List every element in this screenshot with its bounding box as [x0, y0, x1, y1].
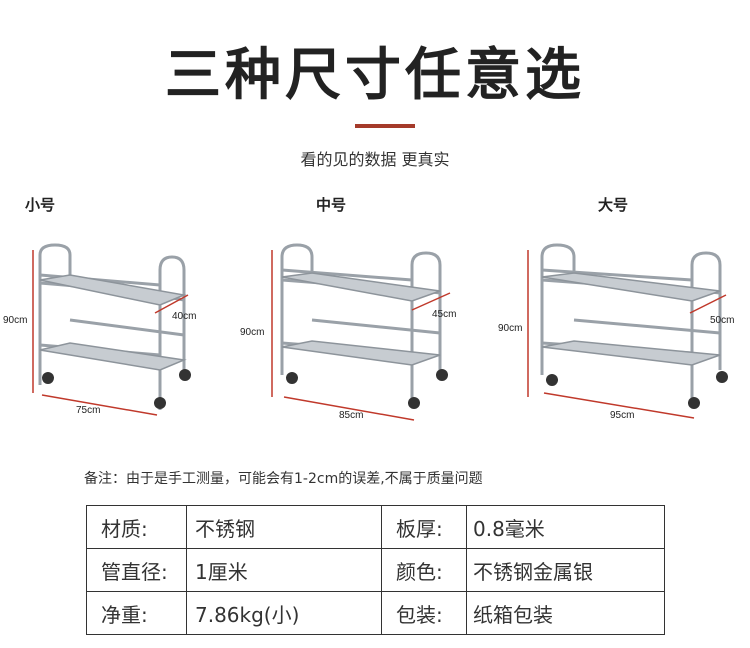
cart-wheel [436, 369, 448, 381]
dimension-height-medium: 90cm [240, 327, 264, 338]
spec-key: 净重: [86, 591, 187, 635]
cart-shelf-top [541, 272, 721, 302]
spec-value: 纸箱包装 [466, 591, 665, 635]
dimension-height-small: 90cm [3, 315, 27, 326]
cart-shelf-bottom [541, 340, 721, 366]
size-label-medium: 中号 [316, 196, 347, 214]
cart-shelf-bottom [281, 340, 441, 366]
dimension-line-width [41, 394, 158, 416]
cart-wheel [408, 397, 420, 409]
spec-key: 颜色: [381, 548, 467, 592]
cart-wheel [688, 397, 700, 409]
dimension-width-medium: 85cm [339, 410, 363, 421]
dimension-depth-small: 40cm [172, 311, 196, 322]
spec-key: 板厚: [381, 505, 467, 549]
spec-key: 材质: [86, 505, 187, 549]
dimension-height-large: 90cm [498, 323, 522, 334]
cart-shelf-top [281, 272, 441, 302]
cart-shelf-bottom [39, 342, 187, 371]
spec-value: 7.86kg(小) [186, 591, 382, 635]
dimension-width-large: 95cm [610, 410, 634, 421]
cart-shelf-top [39, 274, 187, 306]
size-label-large: 大号 [598, 196, 629, 214]
cart-drawing [38, 243, 186, 410]
size-label-small: 小号 [25, 196, 56, 214]
cart-wheel [42, 372, 54, 384]
dimension-depth-large: 50cm [710, 315, 734, 326]
spec-row: 净重: 7.86kg(小) 包装: 纸箱包装 [86, 591, 665, 635]
cart-wheel [154, 397, 166, 409]
dimension-line-width [543, 392, 695, 419]
cart-wheel [546, 374, 558, 386]
measurement-note: 备注：由于是手工测量，可能会有1-2cm的误差,不属于质量问题 [84, 471, 483, 487]
cart-image-small: 90cm 40cm 75cm [3, 243, 196, 416]
cart-wheel [286, 372, 298, 384]
title-underline [355, 124, 415, 128]
cart-image-medium: 90cm 45cm 85cm [240, 243, 456, 421]
dimension-width-small: 75cm [76, 405, 100, 416]
spec-value: 1厘米 [186, 548, 382, 592]
spec-value: 0.8毫米 [466, 505, 665, 549]
cart-drawing [540, 243, 722, 405]
spec-table: 材质: 不锈钢 板厚: 0.8毫米 管直径: 1厘米 颜色: 不锈钢金属银 净重… [86, 505, 665, 635]
cart-wheel [179, 369, 191, 381]
cart-image-large: 90cm 50cm 95cm [498, 243, 734, 421]
page-title: 三种尺寸任意选 [165, 43, 585, 108]
dimension-depth-medium: 45cm [432, 309, 456, 320]
spec-value: 不锈钢 [186, 505, 382, 549]
spec-key: 管直径: [86, 548, 187, 592]
spec-key: 包装: [381, 591, 467, 635]
cart-wheel [716, 371, 728, 383]
dimension-line-width [283, 396, 415, 421]
dimension-line-depth [154, 294, 189, 314]
spec-row: 管直径: 1厘米 颜色: 不锈钢金属银 [86, 548, 665, 592]
page-subtitle: 看的见的数据 更真实 [300, 150, 450, 169]
cart-drawing [280, 243, 442, 405]
dimension-line-depth [689, 294, 727, 314]
dimension-line-depth [411, 292, 451, 311]
spec-value: 不锈钢金属银 [466, 548, 665, 592]
spec-row: 材质: 不锈钢 板厚: 0.8毫米 [86, 505, 665, 549]
